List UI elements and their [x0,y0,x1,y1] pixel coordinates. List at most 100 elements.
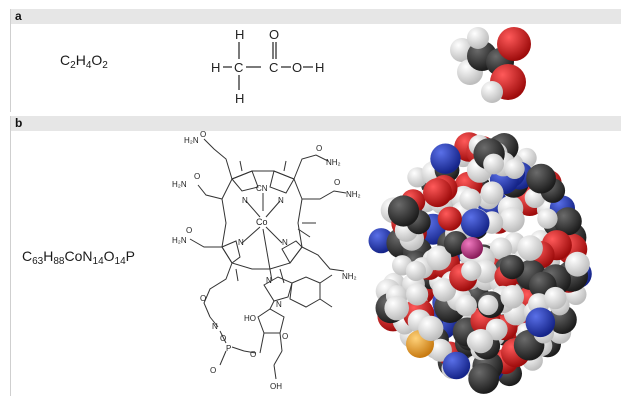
b12-formula-element: CoN [64,248,93,264]
acetic-formula-element: O [91,52,103,68]
atom-sphere-h [405,260,426,281]
atom-sphere-h [418,315,444,341]
atom-o-hydroxyl: O [292,60,302,75]
cobalt-label: Co [256,217,268,227]
atom-sphere-h [504,158,525,179]
acetic-acid-structure: H C H H C O O H [211,27,324,106]
acetic-acid-formula: C2H4O2 [60,52,108,71]
ring-n-label: N [238,238,244,247]
atom-sphere-c [468,363,500,394]
atom-sphere-h [432,278,457,302]
b12-formula-subscript: 14 [114,256,126,267]
atom-sphere-o [437,206,462,231]
atom-sphere-o [423,178,452,208]
struct-label: N [212,322,218,331]
atom-sphere-h [489,237,513,260]
atom-c-methyl: C [234,60,243,75]
atom-c-carboxyl: C [269,60,278,75]
vitamin-b12-formula: C63H88CoN14O14P [22,248,135,267]
acetic-acid-space-filling-model [450,27,531,103]
amide-label: NH₂ [346,190,361,199]
atom-sphere-h [483,153,504,175]
amide-label: H₂N [172,236,187,245]
atom-sphere-h [500,285,524,309]
b12-formula-element: C [22,248,33,264]
atom-sphere-h [468,329,494,354]
struct-label: HO [244,314,256,323]
ring-n-label: N [278,196,284,205]
struct-label: O [220,334,226,343]
atom-sphere-h [428,338,452,362]
atom-sphere-h [461,260,482,281]
atom-sphere-h [480,181,504,205]
panel-a-rule [10,24,11,112]
atom-h-top: H [235,27,244,42]
atom-h-hydroxyl: H [315,60,324,75]
atom-sphere-h [544,286,567,310]
atom-sphere-c [387,195,420,227]
atom-sphere-h [565,251,590,277]
atom-sphere-h [481,81,503,103]
struct-label: O [186,226,192,235]
struct-label: O [334,178,340,187]
acetic-formula-element: C [60,52,71,68]
atom-sphere-h [537,208,558,229]
b12-formula-subscript: 88 [53,256,65,267]
atom-sphere-c [499,254,525,280]
atom-h-left: H [211,60,220,75]
acetic-formula-element: H [75,52,86,68]
struct-label: O [210,366,216,375]
amide-label: H₂N [172,180,187,189]
atom-sphere-n [430,143,461,174]
struct-label: O [250,350,256,359]
b12-formula-element: H [43,248,54,264]
atom-sphere-h [467,27,489,49]
atom-sphere-h [406,283,429,306]
atom-o-double: O [269,27,279,42]
b12-formula-element: O [103,248,115,264]
acetic-formula-subscript: 2 [102,60,108,71]
atom-sphere-c [526,163,556,194]
b12-formula-element: P [125,248,135,264]
b12-formula-subscript: 63 [32,256,44,267]
atom-sphere-n [460,208,490,238]
struct-label: N [276,300,282,309]
ring-n-label: N [282,238,288,247]
atom-sphere-co [461,237,483,259]
panel-b-label: b [15,116,23,130]
struct-label: O [200,294,206,303]
amide-label: NH₂ [342,272,357,281]
amide-label: H₂N [184,136,199,145]
atom-sphere-h [384,295,409,321]
atom-sphere-h [455,294,477,317]
vitamin-b12-space-filling-model [368,132,592,394]
atom-sphere-o [497,27,531,61]
panel-a-header: a [10,9,621,24]
struct-label: O [282,332,288,341]
struct-label: OH [270,382,282,391]
struct-label: N [266,276,272,285]
acetic-formula-subscript: 2 [70,60,76,71]
struct-label: O [194,172,200,181]
panel-b-rule [10,131,11,396]
ring-n-label: N [242,196,248,205]
atom-sphere-n [442,351,471,380]
atom-h-bottom: H [235,91,244,106]
vitamin-b12-structure: H₂N NH₂ H₂N NH₂ H₂N NH₂ N N N N Co CN O … [172,131,361,391]
amide-label: NH₂ [326,158,341,167]
panel-a-label: a [15,9,22,23]
atom-sphere-c [553,207,582,236]
struct-label: P [226,344,231,353]
struct-label: O [200,131,206,139]
atom-sphere-h [478,294,499,316]
atom-sphere-h [459,188,482,211]
atom-sphere-h [426,245,452,271]
atom-sphere-h [517,235,543,261]
b12-formula-subscript: 14 [92,256,104,267]
acetic-formula-subscript: 4 [85,60,92,71]
panel-b-header: b [10,116,621,131]
atom-sphere-n [525,307,556,338]
struct-label: O [316,144,322,153]
atom-sphere-h [499,207,525,233]
